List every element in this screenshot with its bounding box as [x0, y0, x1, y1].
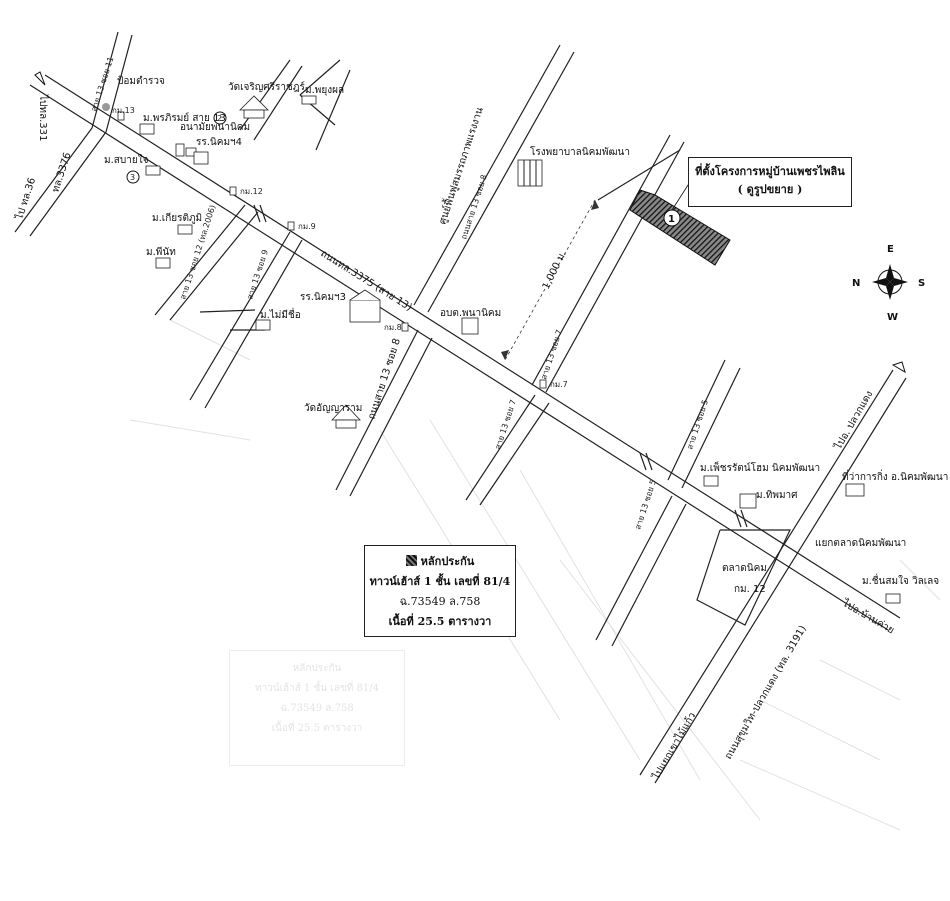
road-break-marks [253, 204, 748, 528]
label-soi5b: สาย 13 ซอย 5 [633, 478, 658, 530]
label-wat-charoen: วัดเจริญศรีราชฎร์ [228, 81, 305, 93]
building-icon [139, 123, 155, 135]
label-to-pluakdaeng: ไปอ. ปลวกแดง [832, 388, 876, 452]
label-rr-nikom3: รร.นิคมฯ3 [300, 292, 346, 303]
project-box-line1: ที่ตั้งโครงการหมู่บ้านเพชรไพลิน [695, 165, 845, 178]
label-num3: 3 [130, 173, 135, 182]
ghost-line1: ทาวน์เฮ้าส์ 1 ชั้น เลขที่ 81/4 [254, 683, 380, 694]
label-soi5a: สาย 13 ซอย 5 [685, 398, 710, 450]
scan-edge [735, 0, 950, 24]
label-km13: กม.13 [112, 106, 135, 115]
label-petcharat: ม.เพ็ชรรัตน์โฮม นิคมพัฒนา [700, 460, 820, 474]
side-roads [14, 31, 907, 784]
building-icon [739, 493, 757, 509]
label-soi11: สาย 13 ซอย 11 [89, 56, 115, 113]
compass-s: S [918, 278, 925, 289]
label-obt: อบต.พนานิคม [440, 308, 501, 319]
highway-3375 [29, 74, 901, 631]
project-box-line2: ( ดูรูปขยาย ) [737, 183, 803, 196]
label-market-km: กม. 12 [734, 584, 766, 595]
label-hwy3376: ทล.3376 [50, 151, 73, 194]
legend-line3: เนื้อที่ 25.5 ตารางวา [388, 615, 492, 628]
label-to-36: ไป ทล.36 [13, 176, 38, 222]
building-icon [703, 475, 719, 487]
building-icon [145, 165, 161, 176]
km-marker-icon [117, 111, 125, 121]
label-km9: กม.9 [298, 222, 316, 231]
label-soi7b: สาย 13 ซอย 7 [493, 398, 518, 450]
compass-e: E [887, 244, 894, 255]
temple-icon [239, 95, 269, 119]
label-sabaijai: ม.สบายใจ [104, 154, 149, 166]
label-hospital: โรงพยาบาลนิคมพัฒนา [530, 145, 630, 158]
building-icon [255, 319, 271, 331]
label-soi9: สาย 13 ซอย 9 [245, 248, 270, 300]
label-pornrom: ม.พรภิรมย์ สาย 13 [143, 112, 226, 124]
ghost-line3: เนื้อที่ 25.5 ตารางวา [271, 723, 363, 734]
label-rr-nikom4: รร.นิคมฯ4 [196, 137, 242, 148]
label-wat-anyaram: วัดอัญญาราม [304, 403, 362, 414]
label-phayungphon: ม.พยุงผล [305, 85, 344, 96]
office-icon [461, 317, 479, 335]
label-junction: แยกตลาดนิคมพัฒนา [815, 538, 906, 549]
building-icon [175, 143, 197, 157]
label-thipmas: ม.ทิพมาศ [756, 490, 798, 501]
legend-line1: ทาวน์เฮ้าส์ 1 ชั้น เลขที่ 81/4 [369, 575, 511, 588]
label-soi7a: สาย 13 ซอย 7 [539, 328, 564, 380]
km-marker-icon [401, 322, 409, 332]
hospital-icon [517, 159, 543, 187]
compass-rose: E W N S [852, 244, 925, 323]
legend-title: หลักประกัน [420, 555, 475, 568]
label-market: ตลาดนิคม [722, 563, 767, 574]
school-icon [349, 289, 381, 323]
label-kiatpoom: ม.เกียรติภูมิ [152, 212, 202, 224]
ghost-legend: หลักประกัน ทาวน์เฮ้าส์ 1 ชั้น เลขที่ 81/… [229, 650, 405, 766]
label-sukhumvit: ถนนสุขุมวิท-ปลวกแดง (ทล. 3191) [723, 624, 809, 762]
project-location-box: ที่ตั้งโครงการหมู่บ้านเพชรไพลิน ( ดูรูปข… [688, 157, 852, 207]
building-icon [301, 95, 317, 105]
hatch-swatch-icon [405, 555, 417, 566]
label-km8: กม.8 [384, 323, 402, 332]
ghost-title: หลักประกัน [292, 663, 342, 674]
label-mai-mee-chue: ม.ไม่มีชื่อ [260, 307, 301, 321]
label-hwy331: ไปทล.331 [37, 94, 49, 141]
label-police: ป้อมตำรวจ [117, 75, 165, 87]
faint-background-lines [129, 319, 941, 831]
km-marker-icon [229, 186, 237, 196]
label-distance: 1,000 ม. [541, 249, 569, 291]
label-district-office: ที่ว่าการกิ่ง อ.นิคมพัฒนา [842, 469, 948, 483]
school-icon [193, 151, 209, 165]
temple-icon [331, 404, 361, 429]
police-marker-icon [102, 103, 110, 111]
place-icons [34, 71, 906, 604]
building-icon [177, 224, 193, 235]
km-marker-icon [539, 379, 547, 389]
building-icon [155, 257, 171, 269]
label-km7: กม.7 [550, 380, 568, 389]
project-site: 1 [629, 181, 731, 266]
project-number-label: 1 [668, 214, 675, 225]
label-km12: กม.12 [240, 187, 263, 196]
collateral-legend: หลักประกัน ทาวน์เฮ้าส์ 1 ชั้น เลขที่ 81/… [364, 545, 516, 637]
compass-w: W [887, 312, 898, 323]
km-marker-icon [287, 221, 295, 231]
ghost-line2: ฉ.73549 ล.758 [280, 703, 354, 714]
distance-indicator [501, 199, 599, 361]
label-chuensomjai: ม.ชื่นสมใจ วิลเลจ [862, 573, 939, 587]
label-num2: 2 [217, 114, 222, 123]
label-anamai: อนามัยพนานิคม [180, 122, 250, 133]
office-icon [845, 483, 865, 497]
legend-line2: ฉ.73549 ล.758 [399, 595, 481, 608]
label-pheenut: ม.พีนัท [146, 246, 176, 258]
compass-n: N [852, 278, 860, 289]
legend-title-row: หลักประกัน [365, 552, 515, 572]
building-icon [885, 593, 901, 604]
label-soi8b: ถนนสาย 13 ซอย 8 [366, 337, 403, 421]
